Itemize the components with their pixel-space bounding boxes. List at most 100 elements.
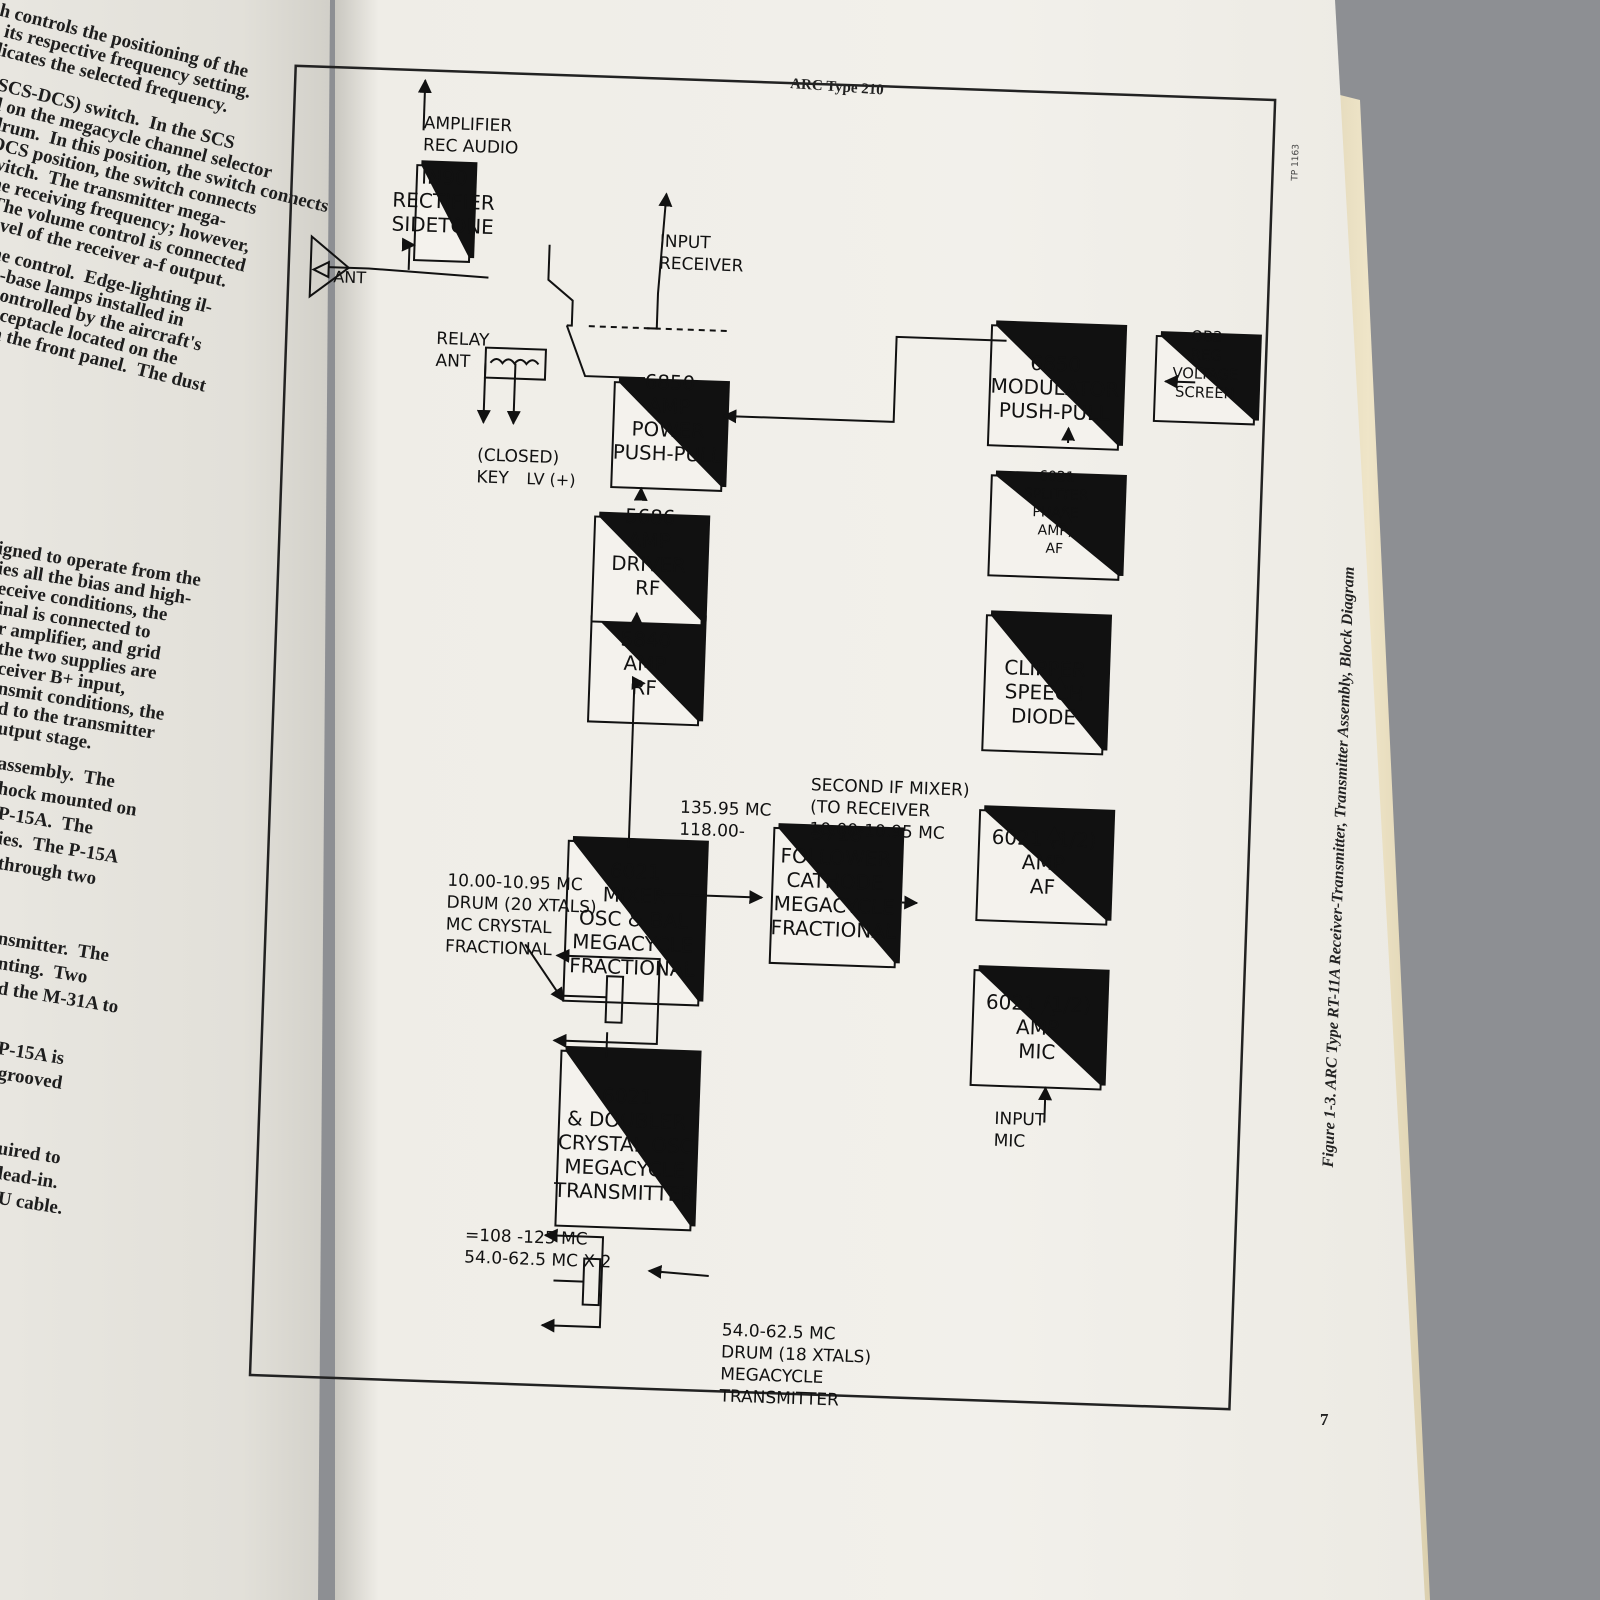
tx-drum-label: MEGACYCLE bbox=[720, 1364, 824, 1388]
tx-osc-block-line: 6021 bbox=[602, 1083, 654, 1109]
tx-drum-label: TRANSMITTER bbox=[718, 1386, 839, 1410]
pp-power-block-line: PUSH-PULL bbox=[612, 440, 722, 467]
pp-power-block-shadow bbox=[618, 377, 730, 488]
freq-x2-label: =108 -125 MC bbox=[465, 1225, 588, 1249]
modulator-block-line: MODULATOR bbox=[990, 373, 1119, 401]
sidetone-block-line: SIDETONE bbox=[391, 211, 494, 239]
antenna-icon bbox=[308, 234, 351, 299]
page-header: ARC Type 210 bbox=[790, 76, 885, 98]
frac-osc-block-line: MEGACYCLE bbox=[572, 929, 694, 957]
af-amp-block-line: 6021 (1/2) bbox=[991, 825, 1097, 853]
rf-driver-block-line: RF bbox=[635, 576, 661, 600]
to-receiver-label: (TO RECEIVER bbox=[810, 797, 931, 821]
receiver-input-label: RECEIVER bbox=[659, 254, 744, 277]
rf-amp-block-shadow bbox=[595, 611, 707, 722]
screen-reg-block-line: VOLTAGE bbox=[1172, 365, 1239, 384]
tx-osc-block-line: & DOUBLER bbox=[567, 1106, 687, 1134]
af-amp-block-line: AF bbox=[1030, 874, 1056, 899]
frac-cf-block-line: CATHODE bbox=[786, 868, 884, 895]
modulator-block-line: 6850 bbox=[1030, 351, 1082, 377]
freq-x2-label: 54.0-62.5 MC X 2 bbox=[464, 1247, 612, 1272]
diagram-frame bbox=[248, 64, 1277, 1411]
frac-drum-label: 10.00-10.95 MC bbox=[447, 871, 583, 896]
rf-driver-block-line: 5686 bbox=[625, 505, 676, 530]
mic-amp-block-shadow bbox=[978, 965, 1110, 1086]
rf-range-label: 135.95 MC bbox=[680, 798, 772, 821]
frac-osc-block-line: OSC & BAL bbox=[579, 905, 690, 933]
phase-splitter-block-line: AF bbox=[1045, 541, 1063, 558]
sidetone-block-line: IN90 bbox=[421, 164, 468, 190]
tx-crystal bbox=[581, 1257, 602, 1307]
rf-driver-block-line: DRIVER bbox=[611, 552, 687, 578]
frac-drum-label: MC CRYSTAL bbox=[445, 915, 552, 939]
rf-driver-block-line: AMP bbox=[628, 529, 671, 553]
clipper-block-line: DIODE bbox=[1011, 703, 1077, 729]
to-receiver-label: 10.00-10.95 MC bbox=[809, 819, 945, 844]
frac-cf-block-line: FOLLOWER bbox=[780, 843, 892, 871]
rec-audio-label: AMPLIFIER bbox=[423, 113, 512, 136]
mic-amp-block-line: AMP bbox=[1016, 1015, 1060, 1040]
tx-osc-block-line: TRANSMITTER bbox=[553, 1178, 695, 1207]
tx-osc-block-line: CRYSTAL OSC bbox=[558, 1130, 695, 1159]
figure-caption: Figure 1-3. ARC Type RT-11A Receiver-Tra… bbox=[1320, 566, 1358, 1168]
screen-reg-block-shadow bbox=[1160, 331, 1262, 421]
phase-splitter-block-line: AMP, bbox=[1037, 522, 1072, 539]
ant-relay-label: ANT bbox=[435, 351, 471, 372]
page-number: 7 bbox=[1320, 1410, 1329, 1429]
mic-amp-block-line: 6021 (1/2) bbox=[986, 990, 1092, 1018]
mic-amp-block-line: MIC bbox=[1018, 1039, 1056, 1064]
key-label: KEY bbox=[476, 467, 510, 488]
sidetone-block-shadow bbox=[421, 160, 478, 259]
tx-osc-block-shadow bbox=[565, 1045, 702, 1227]
pp-power-block-line: AMP bbox=[647, 394, 690, 418]
to-receiver-label: SECOND IF MIXER) bbox=[811, 775, 970, 801]
pp-power-block-line: 6850 bbox=[644, 370, 695, 395]
rec-audio-label: REC AUDIO bbox=[423, 135, 519, 158]
rf-amp-block-line: 5840 bbox=[620, 627, 672, 653]
mic-input-label: MIC bbox=[993, 1131, 1025, 1152]
modulator-block-shadow bbox=[996, 320, 1128, 446]
tx-drum-label: DRUM (18 XTALS) bbox=[721, 1342, 872, 1367]
clipper-block-shadow bbox=[990, 610, 1113, 751]
rf-driver-block-shadow bbox=[599, 511, 711, 622]
screen-reg-block-line: OB2 bbox=[1191, 328, 1223, 346]
frac-cf-block-line: MEGACYCLE bbox=[773, 891, 895, 919]
lv-label: LV (+) bbox=[526, 469, 576, 490]
ant-label: ANT bbox=[333, 267, 367, 287]
frac-drum-label: DRUM (20 XTALS) bbox=[446, 893, 597, 918]
af-amp-block-shadow bbox=[984, 805, 1116, 921]
tx-osc-block-line: MEGACYCLE bbox=[564, 1154, 686, 1182]
clipper-block-line: CLIPPER bbox=[1004, 655, 1087, 682]
right-page bbox=[335, 0, 1425, 1600]
frac-drum-label: FRACTIONAL bbox=[445, 937, 553, 961]
pp-power-block-line: POWER bbox=[631, 417, 705, 443]
rf-amp-block-line: AMP bbox=[623, 651, 667, 676]
frac-cf-block-shadow bbox=[778, 823, 905, 964]
phase-splitter-block-line: 6021 bbox=[1039, 468, 1075, 485]
figure-ref: TP 1163 bbox=[1290, 144, 1301, 182]
frac-cf-block-line: 5718 bbox=[811, 820, 863, 846]
af-amp-block-line: AMP bbox=[1021, 850, 1065, 875]
mic-input-label: INPUT bbox=[994, 1109, 1046, 1131]
screen-reg-block-line: REG bbox=[1190, 347, 1222, 365]
frac-osc-block-line: MIXER bbox=[602, 882, 666, 908]
frac-crystal bbox=[604, 975, 625, 1024]
frac-osc-block-shadow bbox=[572, 835, 709, 1002]
sidetone-block-line: RECTIFIER bbox=[392, 187, 495, 215]
phase-splitter-block-line: SPLITTER bbox=[1024, 486, 1089, 504]
